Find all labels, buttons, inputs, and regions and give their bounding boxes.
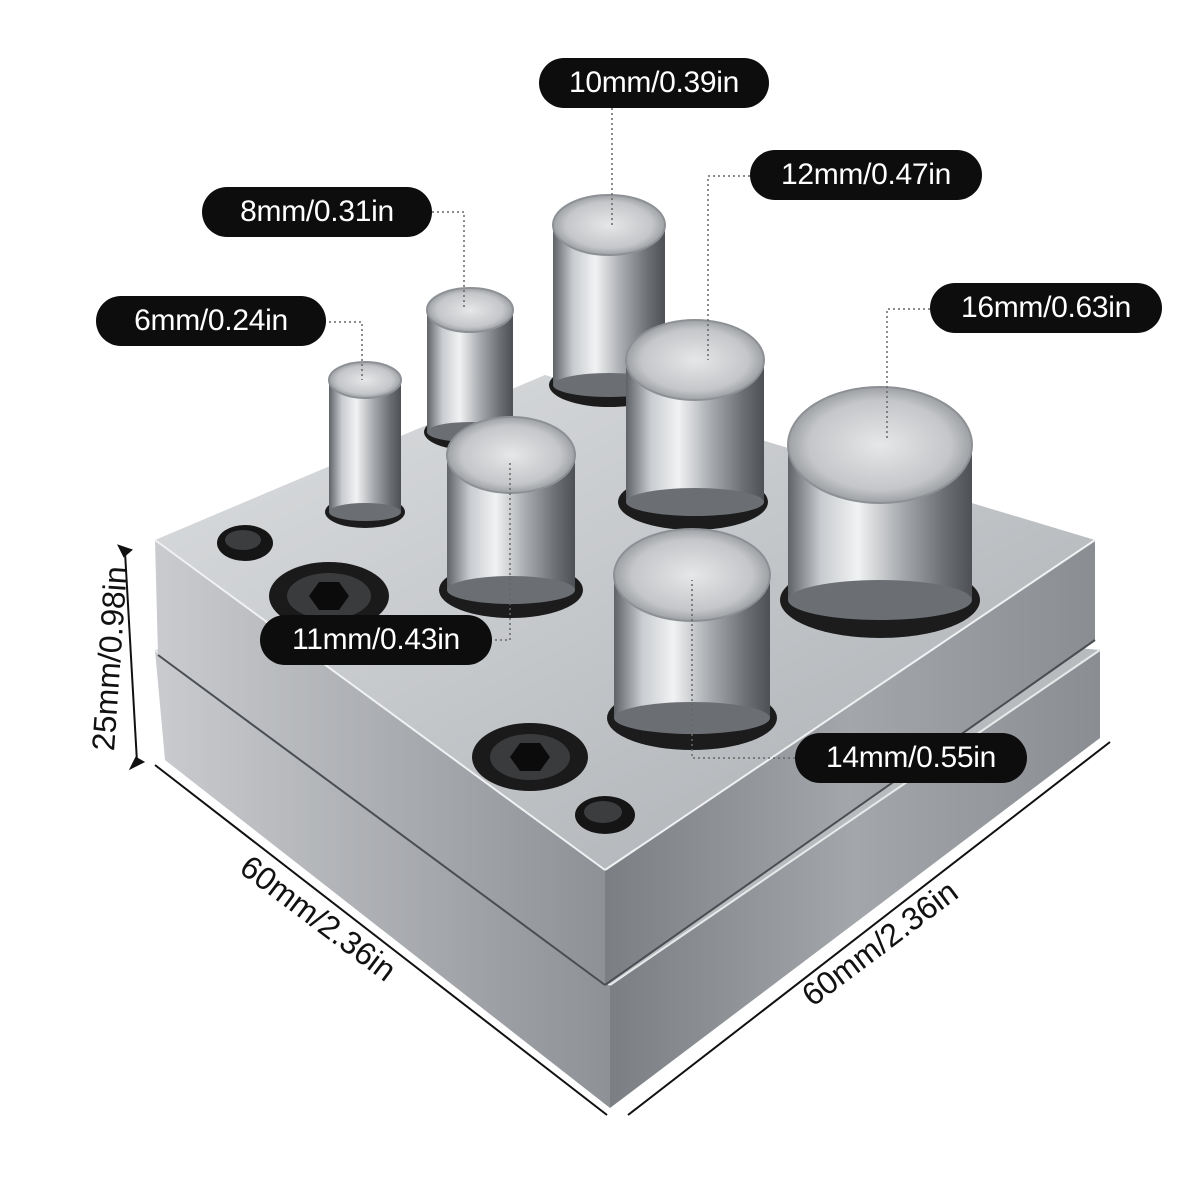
pin-front [575,796,635,834]
height-arrow [124,551,138,763]
leader-11mm [490,460,511,641]
label-10mm: 10mm/0.39in [539,58,769,108]
label-12mm: 12mm/0.47in [750,150,982,200]
label-6mm: 6mm/0.24in [96,296,326,346]
height-arrow-head-top [117,544,133,558]
leader-lines [324,108,930,759]
label-14mm: 14mm/0.55in [795,733,1027,783]
right-width-arrow [627,741,1111,1116]
left-width-arrow [154,764,608,1116]
leader-16mm [886,308,930,440]
pin-left [217,525,273,561]
punch-6mm [325,361,405,528]
leader-8mm [432,211,465,310]
dimension-arrows [117,544,1111,1116]
leader-14mm [691,580,795,759]
screw-left [269,562,389,630]
leader-6mm [324,321,363,380]
leader-12mm [707,175,750,360]
punch-16mm [780,386,980,638]
label-11mm: 11mm/0.43in [260,615,492,665]
punch-11mm [439,416,583,618]
height-arrow-head-bottom [128,756,146,771]
label-8mm: 8mm/0.31in [202,187,432,237]
punch-12mm [618,319,768,530]
screw-front [472,723,588,791]
label-16mm: 16mm/0.63in [930,283,1162,333]
